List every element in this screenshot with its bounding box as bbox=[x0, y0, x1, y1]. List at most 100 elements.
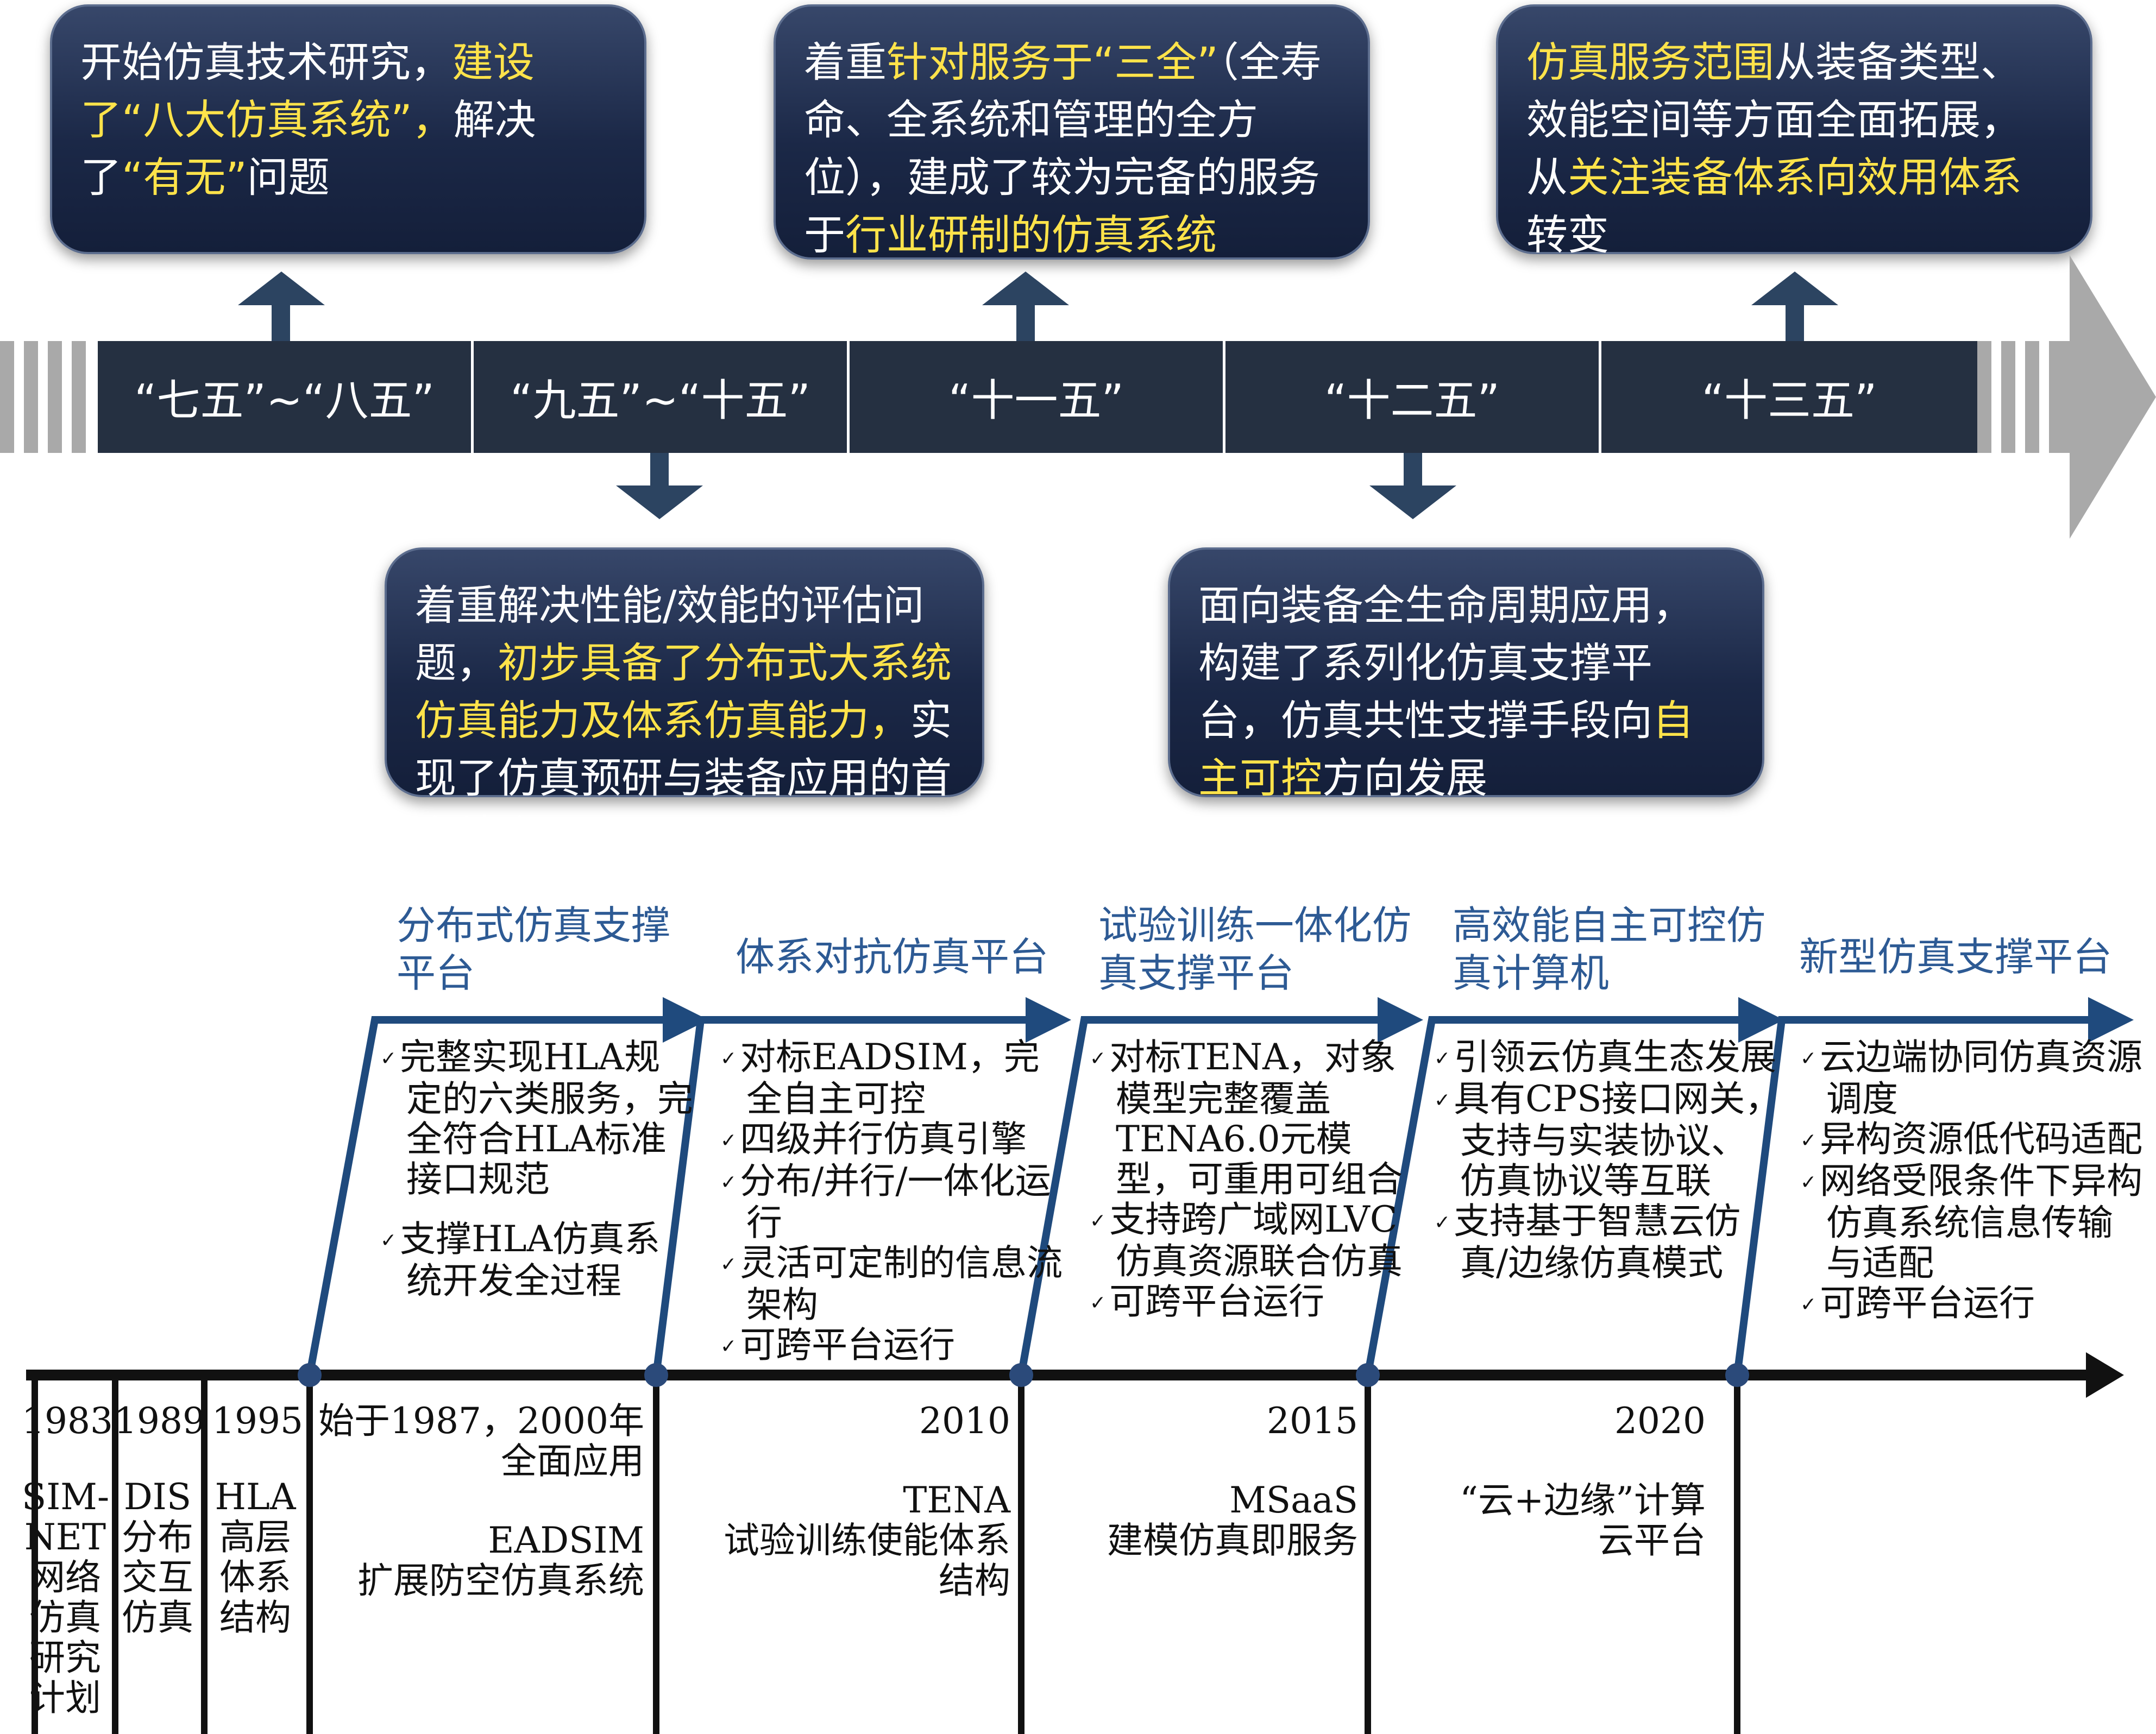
period-shisanwu: “十三五” bbox=[1701, 375, 1877, 426]
feature-item: ✓可跨平台运行 bbox=[1800, 1283, 2148, 1325]
highlight-text: 行业研制的仿真系统 bbox=[845, 211, 1217, 259]
feature-text: 对标TENA，对象模型完整覆盖TENA6.0元模型，可重用可组合 bbox=[1109, 1036, 1403, 1200]
callout-text: 从装备类型、效能空间等方面全面拓展，从 bbox=[1526, 38, 2022, 201]
callout-text: 实现了仿真预研与装备应用的首次结合 bbox=[415, 696, 952, 860]
down-arrow-stem bbox=[1404, 453, 1422, 488]
callout-shisanwu: 仿真服务范围从装备类型、效能空间等方面全面拓展，从关注装备体系向效用体系转变 bbox=[1496, 4, 2092, 259]
year-2015: 2015 bbox=[1267, 1400, 1358, 1442]
feature-item: ✓支持基于智慧云仿真/边缘仿真模式 bbox=[1434, 1201, 1782, 1283]
tena-desc: 试验训练使能体系 bbox=[724, 1519, 1010, 1561]
milestone-note-line: SIM- bbox=[22, 1476, 110, 1518]
feature-text: 可跨平台运行 bbox=[1109, 1281, 1325, 1322]
bar-stripe bbox=[0, 341, 14, 453]
period-shiyiwu: “十一五” bbox=[850, 341, 1225, 453]
callout-qiwu-bawu: 开始仿真技术研究，建设了“八大仿真系统”，解决了“有无”问题 bbox=[50, 4, 646, 254]
callout-text: 着重解决性能/效能的评估问题， bbox=[415, 581, 925, 687]
milestone-note-line: NET bbox=[24, 1516, 106, 1558]
feature-text: 具有CPS接口网关，支持与实装协议、仿真协议等互联 bbox=[1454, 1078, 1781, 1202]
check-icon: ✓ bbox=[720, 1335, 737, 1358]
feature-item: ✓引领云仿真生态发展 bbox=[1434, 1037, 1782, 1079]
feature-item: ✓具有CPS接口网关，支持与实装协议、仿真协议等互联 bbox=[1434, 1079, 1782, 1201]
eadsim-name: EADSIM bbox=[488, 1519, 644, 1561]
check-icon: ✓ bbox=[1090, 1048, 1107, 1070]
bar-stripe bbox=[2049, 341, 2070, 453]
year-1983: 1983 bbox=[22, 1400, 113, 1442]
feature-item: ✓完整实现HLA规定的六类服务，完全符合HLA标准接口规范 bbox=[380, 1037, 695, 1200]
feature-text: 可跨平台运行 bbox=[1820, 1282, 2035, 1324]
feature-item: ✓分布/并行/一体化运行 bbox=[720, 1161, 1068, 1243]
feature-text: 网络受限条件下异构仿真系统信息传输与适配 bbox=[1820, 1160, 2143, 1284]
feature-item: ✓支撑HLA仿真系统开发全过程 bbox=[380, 1219, 695, 1301]
up-arrow-stem bbox=[1786, 304, 1804, 342]
feature-text: 灵活可定制的信息流架构 bbox=[740, 1242, 1063, 1326]
feature-item: ✓网络受限条件下异构仿真系统信息传输与适配 bbox=[1800, 1161, 2148, 1283]
feature-item: ✓对标TENA，对象模型完整覆盖TENA6.0元模型，可重用可组合 bbox=[1090, 1037, 1416, 1200]
milestone-note-line: 体系 bbox=[219, 1556, 291, 1598]
platform-title-distributed: 分布式仿真支撑平台 bbox=[397, 903, 671, 996]
period-qiwu-bawu: “七五”~“八五” bbox=[98, 341, 474, 453]
check-icon: ✓ bbox=[380, 1048, 397, 1070]
highlight-text: 建设了“八大仿真系统”， bbox=[80, 38, 535, 144]
check-icon: ✓ bbox=[1090, 1210, 1107, 1232]
up-arrow-icon bbox=[238, 272, 325, 305]
year-1989: 1989 bbox=[114, 1400, 205, 1442]
bar-stripe bbox=[1977, 341, 1991, 453]
milestone-note-line: 交互 bbox=[122, 1556, 193, 1598]
platform-title-test-training: 试验训练一体化仿真支撑平台 bbox=[1098, 903, 1412, 996]
year-2010: 2010 bbox=[919, 1400, 1010, 1442]
feature-item: ✓云边端协同仿真资源调度 bbox=[1800, 1037, 2148, 1119]
msaas-name: MSaaS bbox=[1229, 1479, 1358, 1521]
frame-computer bbox=[1364, 997, 1784, 1376]
bar-stripe bbox=[24, 341, 38, 453]
highlight-text: 初步具备了分布式大系统仿真能力及体系仿真能力， bbox=[415, 639, 952, 745]
feature-text: 支撑HLA仿真系统开发全过程 bbox=[400, 1218, 661, 1302]
feature-text: 可跨平台运行 bbox=[740, 1324, 956, 1366]
callout-shierwu: 面向装备全生命周期应用，构建了系列化仿真支撑平台，仿真共性支撑手段向自主可控方向… bbox=[1168, 547, 1764, 802]
feature-text: 对标EADSIM，完全自主可控 bbox=[740, 1036, 1040, 1120]
check-icon: ✓ bbox=[1800, 1048, 1817, 1070]
bar-stripe bbox=[2025, 341, 2039, 453]
check-icon: ✓ bbox=[1434, 1048, 1451, 1070]
bar-stripe bbox=[2001, 341, 2015, 453]
check-icon: ✓ bbox=[1800, 1171, 1817, 1194]
feature-text: 分布/并行/一体化运行 bbox=[740, 1160, 1051, 1244]
feature-text: 支持基于智慧云仿真/边缘仿真模式 bbox=[1454, 1200, 1741, 1284]
down-arrow-icon bbox=[1369, 485, 1456, 519]
feature-item: ✓可跨平台运行 bbox=[1090, 1282, 1416, 1323]
features-confrontation: ✓对标EADSIM，完全自主可控✓四级并行仿真引擎✓分布/并行/一体化运行✓灵活… bbox=[720, 1037, 1068, 1367]
features-new: ✓云边端协同仿真资源调度✓异构资源低代码适配✓网络受限条件下异构仿真系统信息传输… bbox=[1800, 1037, 2148, 1325]
platform-frames bbox=[26, 997, 2134, 1734]
highlight-text: 关注装备体系向效用体系 bbox=[1568, 153, 2022, 201]
callout-text: 面向装备全生命周期应用，构建了系列化仿真支撑平台，仿真共性支撑手段向 bbox=[1198, 581, 1694, 745]
feature-text: 异构资源低代码适配 bbox=[1820, 1118, 2143, 1160]
highlight-text: 针对服务于“三全” bbox=[887, 38, 1218, 86]
down-arrow-icon bbox=[616, 485, 703, 519]
up-arrow-stem bbox=[1016, 304, 1035, 342]
callout-text: 解决了 bbox=[80, 96, 536, 201]
feature-text: 完整实现HLA规定的六类服务，完全符合HLA标准接口规范 bbox=[400, 1036, 693, 1200]
period-jiuwu-shiwu: “九五”~“十五” bbox=[474, 341, 850, 453]
callout-text: 方向发展 bbox=[1322, 754, 1487, 802]
highlight-text: 自主可控 bbox=[1198, 696, 1694, 802]
timeline-arrow-head bbox=[2070, 255, 2156, 539]
period-bar bbox=[98, 341, 1977, 453]
check-icon: ✓ bbox=[1434, 1089, 1451, 1112]
tena-name: TENA bbox=[903, 1479, 1010, 1521]
feature-item: ✓可跨平台运行 bbox=[720, 1325, 1068, 1367]
platform-title-computer: 高效能自主可控仿真计算机 bbox=[1453, 903, 1766, 996]
msaas-desc: 建模仿真即服务 bbox=[1107, 1519, 1358, 1561]
feature-item: ✓对标EADSIM，完全自主可控 bbox=[720, 1037, 1068, 1119]
milestone-note-line: 仿真 bbox=[29, 1597, 101, 1638]
frame-confrontation bbox=[652, 997, 1071, 1376]
eadsim-year: 始于1987，2000年 bbox=[318, 1400, 644, 1442]
up-arrow-icon bbox=[1751, 272, 1838, 305]
milestone-note-line: HLA bbox=[215, 1476, 296, 1518]
milestone-note-line: 高层 bbox=[219, 1516, 291, 1558]
year-2020: 2020 bbox=[1614, 1400, 1706, 1442]
bar-stripe bbox=[48, 341, 62, 453]
bottom-timeline-arrow-icon bbox=[2086, 1352, 2124, 1398]
callout-text: 着重 bbox=[804, 38, 887, 86]
period-shierwu: “十二五” bbox=[1225, 341, 1601, 453]
